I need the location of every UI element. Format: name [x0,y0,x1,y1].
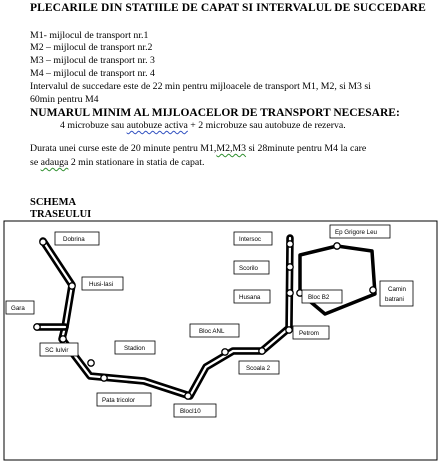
detail-text-underlined: autobuze activa [126,120,188,131]
station-box-ep-grigore [329,224,391,239]
station-label-batrani: batrani [385,296,404,303]
station-label-camin: Camin [388,286,406,293]
station-label-sc-iulvir: SC Iulvir [45,347,68,354]
station-label-bloc-anl: Bloc ANL [199,328,225,335]
station-dot-dobrina [39,238,47,246]
station-dot-husana [286,289,294,297]
diagram-frame [3,220,438,461]
duration-line-2: se adauga 2 min stationare in statia de … [30,158,204,168]
detail-text-b: + 2 microbuze sau autobuze de rezerva. [187,120,346,131]
page-heading: PLECARILE DIN STATIILE DE CAPAT SI INTER… [30,2,426,14]
station-box-husana [233,289,271,304]
station-label-bloc-b2: Bloc B2 [308,294,330,301]
station-dot-sc-iulvir [59,335,67,343]
station-dot-intersoc [286,240,294,248]
legend-m3: M3 – mijlocul de transport nr. 3 [30,55,155,66]
station-box-bloc-b2 [301,289,343,304]
station-dot-husi-iasi [68,282,76,290]
schema-subtitle: TRASEULUI [30,209,92,220]
station-label-pata-tricolor: Pata tricolor [102,397,135,404]
station-dot-scorilo [286,263,294,271]
interval-line-1: Intervalul de succedare este de 22 min p… [30,81,371,92]
schema-title: SCHEMA [30,197,77,208]
station-label-husana: Husana [239,294,261,301]
station-box-scoala2 [238,360,280,375]
duration-text-c: se [30,157,41,168]
legend-m4: M4 – mijlocul de transport nr. 4 [30,68,155,79]
station-box-camin [379,280,414,307]
interval-line-2: 60min pentru M4 [30,94,99,105]
duration-text-underlined-2: adauga [40,157,69,168]
station-label-husi-iasi: Husi-Iasi [89,281,113,288]
duration-text-underlined: M2,M3 [216,143,247,154]
station-dot-petrom [285,326,293,334]
station-label-bloc-i10: BlocI10 [180,408,201,415]
station-box-stadion [114,340,156,355]
station-dot-bloc-i10 [184,392,192,400]
duration-line-1: Durata unei curse este de 20 minute pent… [30,144,366,154]
station-box-bloc-anl [189,323,240,338]
station-dot-pata-tricolor [100,374,108,382]
station-box-gara [5,300,35,315]
station-label-scoala2: Scoala 2 [246,365,271,372]
station-box-sc-iulvir [39,342,79,357]
station-dot-ep-grigore [333,242,341,250]
station-box-bloc-i10 [173,403,217,418]
station-label-scorilo: Scorilo [239,265,258,272]
station-label-gara: Gara [11,305,25,312]
station-box-scorilo [233,260,270,275]
station-label-dobrina: Dobrina [63,236,85,243]
station-dot-gara [33,323,41,331]
station-dot-scoala2 [258,347,266,355]
station-label-ep-grigore: Ep Grigore Leu [335,229,378,236]
station-box-pata-tricolor [96,392,152,407]
duration-text-d: 2 min stationare in statia de capat. [68,157,205,168]
detail-text-a: 4 microbuze sau [60,120,127,131]
station-box-petrom [292,325,330,340]
station-dot-stadion [87,359,95,367]
station-box-husi-iasi [81,276,124,291]
duration-text-b: si 28minute pentru M4 la care [246,143,367,154]
route-line-loop [298,244,377,316]
station-label-petrom: Petrom [299,330,319,337]
station-label-stadion: Stadion [124,345,146,352]
station-box-intersoc [233,231,273,246]
station-label-intersoc: Intersoc [239,236,261,243]
station-dot-camin [369,286,377,294]
minimum-vehicles-detail: 4 microbuze sau autobuze activa + 2 micr… [60,121,346,131]
minimum-vehicles-title: NUMARUL MINIM AL MIJLOACELOR DE TRANSPOR… [30,107,400,119]
legend-m1: M1- mijlocul de transport nr.1 [30,30,149,41]
duration-text-a: Durata unei curse este de 20 minute pent… [30,143,217,154]
station-box-dobrina [54,231,100,246]
station-dot-bloc-anl [221,348,229,356]
legend-m2: M2 – mijlocul de transport nr.2 [30,42,153,53]
